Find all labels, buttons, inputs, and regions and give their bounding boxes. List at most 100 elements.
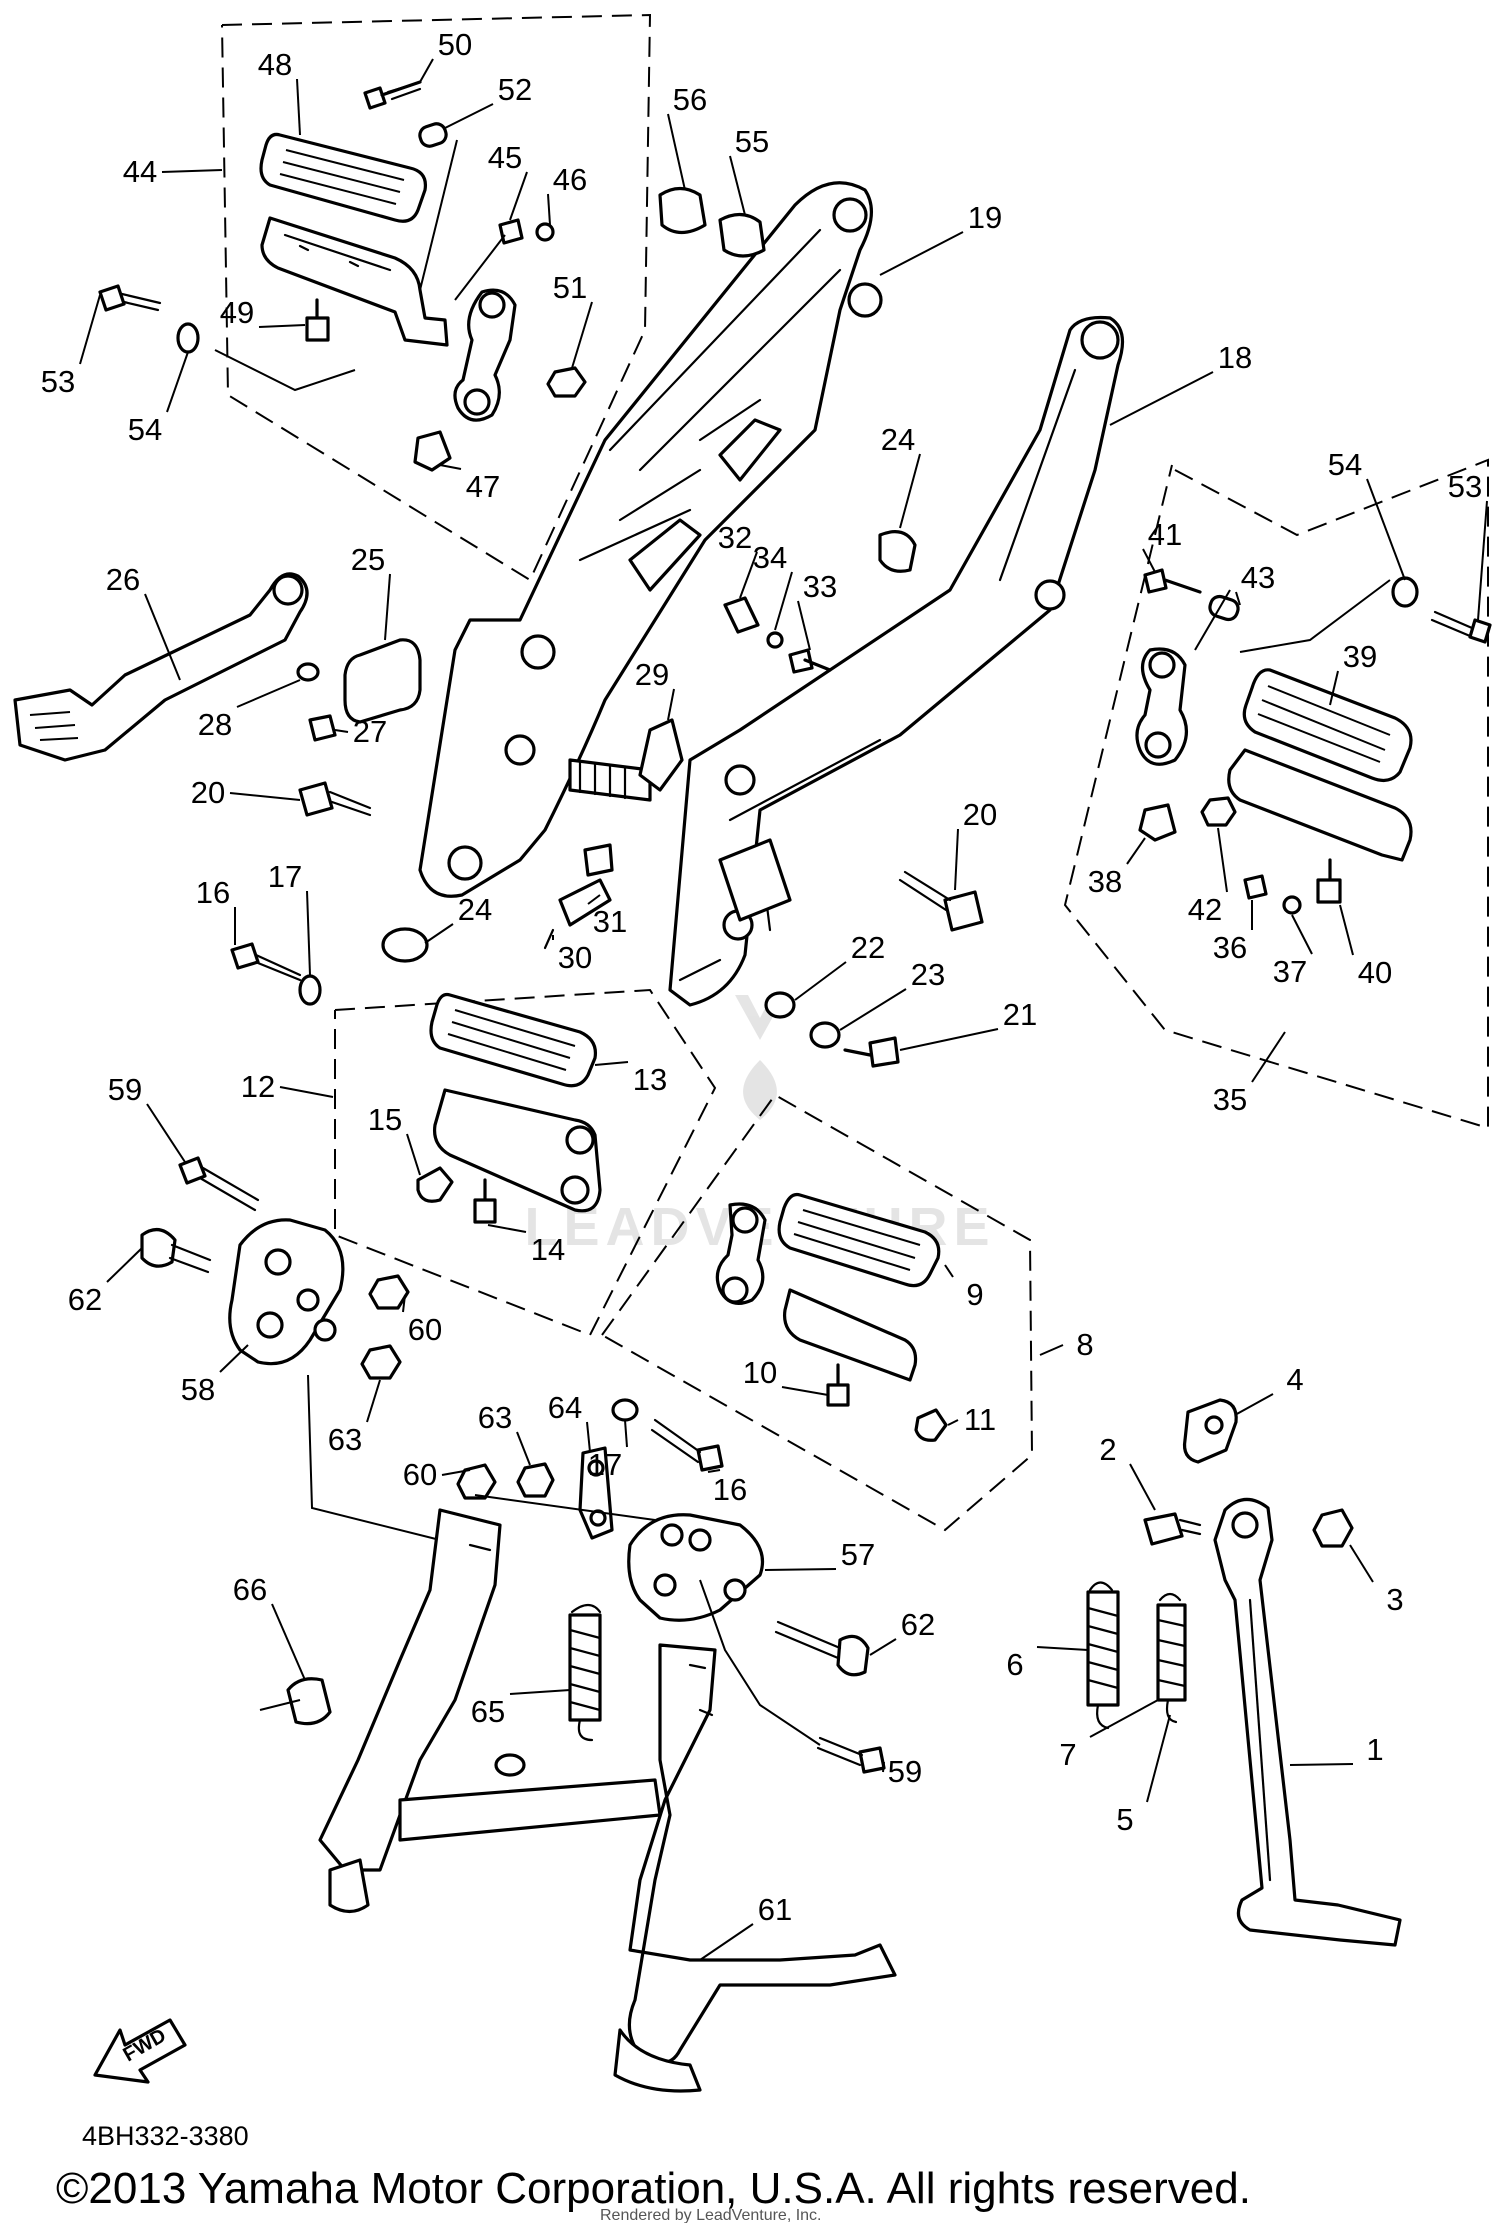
group-8-boundary (601, 1093, 1034, 1532)
group-35-boundary (1063, 458, 1489, 1130)
leader-49 (258, 324, 306, 328)
leader-18 (1109, 371, 1214, 426)
group-44-boundary (221, 13, 652, 582)
nut-60-lower (456, 1463, 497, 1500)
screw-14 (473, 1178, 497, 1224)
leader-19 (879, 231, 964, 276)
leader-60b (441, 1469, 471, 1476)
leader-20a (229, 792, 301, 801)
callout-63b: 63 (478, 1400, 512, 1435)
callout-30: 30 (558, 940, 592, 975)
callout-37: 37 (1273, 954, 1307, 989)
leader-57 (764, 1568, 837, 1571)
callout-53a: 53 (41, 364, 75, 399)
leader-65 (509, 1689, 571, 1695)
washer-54-left (176, 322, 200, 354)
leader-23 (839, 988, 907, 1031)
callout-16a: 16 (196, 875, 230, 910)
callout-21: 21 (1003, 997, 1037, 1032)
callout-54a: 54 (128, 412, 162, 447)
leader-25 (384, 573, 391, 641)
leader-45 (509, 171, 528, 221)
callout-29: 29 (635, 657, 669, 692)
copyright-notice: ©2013 Yamaha Motor Corporation, U.S.A. A… (56, 2164, 1251, 2213)
bolt-33 (788, 648, 832, 674)
shift-arm-29 (638, 718, 684, 792)
group-boundaries (221, 13, 1489, 1532)
footrest-assembly-8 (715, 1192, 948, 1442)
leader-22 (794, 961, 847, 1001)
leader-56 (667, 113, 686, 191)
collar-55 (718, 212, 766, 258)
detent-47 (413, 430, 452, 472)
washer-23 (809, 1021, 841, 1049)
leader-3 (1349, 1544, 1374, 1583)
leader-11 (947, 1419, 959, 1426)
callout-46: 46 (553, 162, 587, 197)
footrest-rubber-39 (1242, 668, 1413, 783)
spring-7 (1156, 1592, 1187, 1724)
callout-36: 36 (1213, 930, 1247, 965)
callout-13: 13 (633, 1062, 667, 1097)
leader-17a (306, 890, 311, 976)
plate-32 (723, 596, 760, 634)
callout-16b: 16 (713, 1472, 747, 1507)
leader-47 (439, 464, 462, 470)
leader-51 (571, 301, 593, 369)
screw-45 (498, 218, 524, 245)
callout-61: 61 (758, 1892, 792, 1927)
leader-6 (1036, 1646, 1089, 1651)
leader-48 (296, 78, 301, 136)
callout-50: 50 (438, 27, 472, 62)
leader-20b (954, 828, 959, 891)
leader-8 (1039, 1344, 1064, 1356)
damper-66 (286, 1677, 332, 1726)
leader-64 (586, 1421, 591, 1453)
plug-15 (416, 1166, 454, 1203)
collar-56 (658, 186, 707, 235)
callout-52: 52 (498, 72, 532, 107)
left-footrest-bracket-18 (668, 315, 1125, 1007)
bolt-16-lower (696, 1444, 724, 1472)
callout-57: 57 (841, 1537, 875, 1572)
callout-24a: 24 (458, 892, 492, 927)
callout-59b: 59 (888, 1754, 922, 1789)
callout-60b: 60 (403, 1457, 437, 1492)
bolt-27 (308, 714, 337, 742)
group-12-boundary (334, 988, 717, 1337)
leader-1 (1289, 1763, 1354, 1766)
brake-switch-31 (558, 878, 612, 927)
leader-26 (144, 593, 181, 681)
callout-24b: 24 (881, 422, 915, 457)
leader-66 (271, 1603, 306, 1681)
callout-38: 38 (1088, 864, 1122, 899)
leader-39 (1329, 670, 1339, 706)
screw-36 (1243, 874, 1268, 900)
leader-15 (406, 1133, 421, 1176)
leader-54b (1366, 478, 1406, 581)
callout-42: 42 (1188, 892, 1222, 927)
callout-17a: 17 (268, 859, 302, 894)
washer-28 (296, 662, 320, 682)
ball-46 (535, 222, 555, 242)
callout-11: 11 (964, 1402, 996, 1437)
leader-53a (79, 294, 101, 365)
leader-63a (366, 1379, 381, 1423)
callout-47: 47 (466, 469, 500, 504)
screw-10 (826, 1363, 850, 1407)
callout-17b: 17 (588, 1447, 622, 1482)
callout-45: 45 (488, 140, 522, 175)
footrest-bracket-8 (782, 1288, 918, 1382)
bolt-2 (1143, 1512, 1184, 1546)
stand-plate-58 (228, 1218, 345, 1366)
leader-31 (587, 894, 601, 905)
leader-24b (899, 453, 921, 529)
callout-58: 58 (181, 1372, 215, 1407)
callout-39: 39 (1343, 639, 1377, 674)
nut-51 (546, 366, 587, 398)
leader-9 (944, 1264, 954, 1278)
leader-46 (547, 193, 551, 226)
leader-40 (1339, 904, 1354, 956)
nut-63-lower (516, 1462, 555, 1498)
damper-24-left (381, 927, 429, 963)
